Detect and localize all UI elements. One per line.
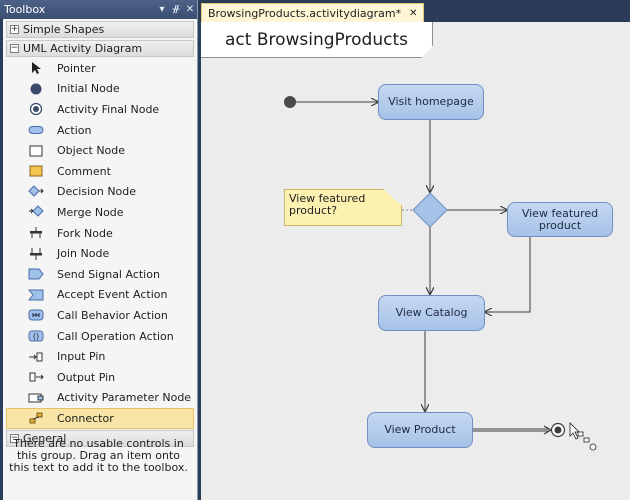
toolbox-item-merge-node[interactable]: Merge Node — [6, 202, 194, 223]
toolbox-item-label: Pointer — [57, 61, 96, 75]
output-pin-icon — [27, 370, 45, 384]
diagram-canvas[interactable]: act BrowsingProducts — [199, 22, 630, 500]
document-area: BrowsingProducts.activitydiagram* ✕ act … — [199, 0, 630, 500]
tab-label: BrowsingProducts.activitydiagram* — [208, 6, 402, 20]
initial-node[interactable] — [284, 96, 296, 108]
toolbox-item-action[interactable]: Action — [6, 120, 194, 141]
toolbox-item-send-signal-action[interactable]: Send Signal Action — [6, 264, 194, 285]
group-simple-shapes[interactable]: + Simple Shapes — [6, 21, 194, 38]
toolbox-item-label: Object Node — [57, 144, 126, 158]
tab-browsing-products[interactable]: BrowsingProducts.activitydiagram* ✕ — [201, 3, 425, 22]
toolbox-item-comment[interactable]: Comment — [6, 161, 194, 182]
action-icon — [27, 123, 45, 137]
dropdown-icon[interactable]: ▾ — [159, 4, 165, 15]
accept-event-icon — [27, 288, 45, 302]
toolbox-item-label: Initial Node — [57, 82, 120, 96]
toolbox-item-object-node[interactable]: Object Node — [6, 140, 194, 161]
toolbox-item-join-node[interactable]: Join Node — [6, 243, 194, 264]
send-signal-icon — [27, 267, 45, 281]
toolbox-item-label: Call Operation Action — [57, 329, 174, 343]
toolbox-item-input-pin[interactable]: Input Pin — [6, 346, 194, 367]
group-label: Simple Shapes — [23, 23, 105, 36]
group-label: UML Activity Diagram — [23, 42, 143, 55]
toolbox-item-label: Accept Event Action — [57, 288, 168, 302]
toolbox-item-label: Activity Final Node — [57, 102, 160, 116]
toolbox-item-label: Input Pin — [57, 350, 106, 364]
activity-final-node[interactable] — [550, 422, 566, 438]
toolbox-item-label: Action — [57, 123, 92, 137]
decision-node[interactable] — [412, 192, 448, 228]
toolbox-item-label: Call Behavior Action — [57, 308, 168, 322]
activity-frame-label: act BrowsingProducts — [201, 22, 433, 58]
toolbox-item-activity-parameter-node[interactable]: Activity Parameter Node — [6, 388, 194, 409]
toolbox-item-fork-node[interactable]: Fork Node — [6, 223, 194, 244]
group-general[interactable]: − General — [6, 429, 194, 447]
connector-icon — [27, 411, 45, 425]
merge-node-icon — [27, 205, 45, 219]
toolbox-item-output-pin[interactable]: Output Pin — [6, 367, 194, 388]
call-behavior-icon — [27, 308, 45, 322]
toolbox-item-call-operation-action[interactable]: () Call Operation Action — [6, 326, 194, 347]
toolbox-item-label: Join Node — [57, 247, 110, 261]
initial-node-icon — [27, 82, 45, 96]
comment-view-featured-product[interactable]: View featured product? — [284, 189, 402, 226]
toolbox-item-label: Connector — [57, 411, 114, 425]
object-node-icon — [27, 144, 45, 158]
pin-icon[interactable]: ᚌ — [172, 4, 180, 15]
document-tabstrip: BrowsingProducts.activitydiagram* ✕ — [199, 0, 630, 22]
flow-featured-to-catalog[interactable] — [485, 237, 531, 312]
fork-node-icon — [27, 226, 45, 240]
toolbox-body: + Simple Shapes − UML Activity Diagram P… — [0, 19, 197, 500]
expand-icon[interactable]: + — [10, 24, 19, 34]
close-tab-icon[interactable]: ✕ — [409, 7, 418, 19]
action-view-catalog[interactable]: View Catalog — [378, 295, 485, 331]
activity-parameter-icon — [27, 391, 45, 405]
activity-final-node-icon — [27, 102, 45, 116]
mouse-cursor-icon — [569, 422, 597, 451]
action-view-product[interactable]: View Product — [367, 412, 473, 448]
toolbox-title: Toolbox — [4, 3, 46, 16]
toolbox-item-initial-node[interactable]: Initial Node — [6, 79, 194, 100]
comment-icon — [27, 164, 45, 178]
svg-text:(): () — [33, 332, 39, 341]
toolbox-panel: Toolbox ▾ ᚌ ✕ + Simple Shapes − UML Acti… — [0, 0, 198, 500]
action-visit-homepage[interactable]: Visit homepage — [378, 84, 484, 120]
toolbox-item-activity-final-node[interactable]: Activity Final Node — [6, 99, 194, 120]
toolbox-item-label: Output Pin — [57, 370, 116, 384]
group-uml-activity-diagram[interactable]: − UML Activity Diagram — [6, 40, 194, 57]
group-label: General — [23, 431, 67, 445]
pointer-icon — [27, 61, 45, 75]
empty-group-message: There are no usable controls in this gro… — [9, 437, 188, 474]
toolbox-item-decision-node[interactable]: Decision Node — [6, 182, 194, 203]
toolbox-item-connector[interactable]: Connector — [6, 408, 194, 429]
action-view-featured-product[interactable]: View featured product — [507, 202, 613, 237]
input-pin-icon — [27, 350, 45, 364]
toolbox-item-call-behavior-action[interactable]: Call Behavior Action — [6, 305, 194, 326]
toolbox-item-label: Comment — [57, 164, 111, 178]
toolbox-titlebar: Toolbox ▾ ᚌ ✕ — [0, 0, 197, 19]
toolbox-item-pointer[interactable]: Pointer — [6, 58, 194, 79]
close-icon[interactable]: ✕ — [185, 4, 195, 15]
collapse-icon[interactable]: − — [10, 43, 19, 53]
collapse-icon[interactable]: − — [10, 432, 19, 443]
join-node-icon — [27, 247, 45, 261]
decision-node-icon — [27, 185, 45, 199]
call-operation-icon: () — [27, 329, 45, 343]
toolbox-item-label: Decision Node — [57, 185, 137, 199]
toolbox-item-label: Activity Parameter Node — [57, 391, 192, 405]
toolbox-item-label: Send Signal Action — [57, 267, 160, 281]
toolbox-item-label: Merge Node — [57, 205, 124, 219]
toolbox-item-accept-event-action[interactable]: Accept Event Action — [6, 285, 194, 306]
toolbox-item-label: Fork Node — [57, 226, 113, 240]
diagram-connections — [284, 96, 597, 451]
